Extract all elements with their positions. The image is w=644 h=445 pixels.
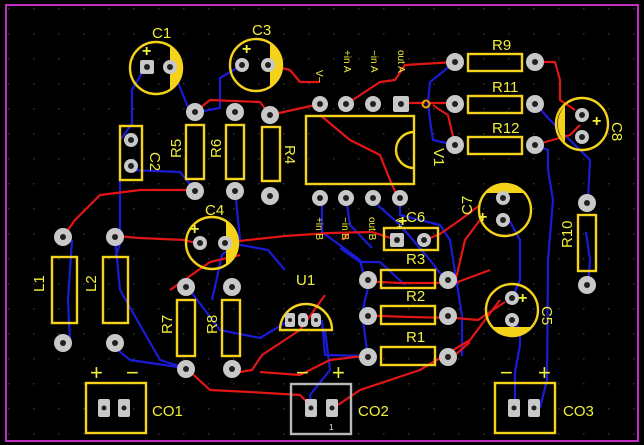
co2-minus-mark: − (296, 360, 309, 385)
co1-label: CO1 (152, 403, 183, 420)
co2-plus-mark: + (332, 360, 345, 385)
u1-label: U1 (296, 272, 315, 289)
c8-label: C8 (608, 122, 625, 141)
pin-label-in-b-plus: +in B (313, 217, 324, 240)
r10-label: R10 (559, 220, 576, 248)
r6-label: R6 (208, 139, 225, 158)
c3-label: C3 (252, 22, 271, 39)
c2-label: C2 (146, 152, 163, 171)
co2-connector[interactable] (289, 382, 353, 436)
c1-label: C1 (152, 25, 171, 42)
c5-plus-mark: + (518, 290, 527, 307)
c7-plus-mark: + (478, 209, 487, 226)
co3-plus-mark: + (538, 360, 551, 385)
c6-plus-mark: + (398, 213, 407, 230)
c6-label: C6 (406, 209, 425, 226)
co3-label: CO3 (563, 403, 594, 420)
pin-label-vminus: V− (313, 70, 324, 83)
c4-plus-mark: + (190, 221, 199, 238)
c7-label: C7 (459, 196, 476, 215)
r4-label: R4 (281, 145, 298, 164)
l1-label: L1 (31, 275, 48, 292)
r12-label: R12 (492, 120, 520, 137)
c4-label: C4 (205, 202, 224, 219)
v1-label: V1 (430, 148, 447, 166)
r1-label: R1 (406, 329, 425, 346)
c8-plus-mark: + (592, 113, 601, 130)
r5-label: R5 (168, 139, 185, 158)
c5-label: C5 (538, 306, 555, 325)
co1-minus-mark: − (126, 360, 139, 385)
r9-label: R9 (492, 37, 511, 54)
r11-label: R11 (492, 79, 518, 96)
pin-label-out-a: out A (395, 50, 406, 73)
c3-plus-mark: + (242, 41, 251, 58)
co1-plus-mark: + (90, 360, 103, 385)
drill-holes (60, 59, 590, 411)
top-traces (62, 60, 581, 406)
c1-plus-mark: + (142, 43, 151, 60)
board-outline (5, 4, 639, 442)
l2-label: L2 (83, 275, 100, 292)
r3-label: R3 (406, 251, 425, 268)
r7-label: R7 (159, 315, 176, 334)
pin-label-out-b: out B (366, 217, 377, 241)
co2-label: CO2 (358, 403, 389, 420)
pin-label-in-a-plus: +in A (341, 50, 352, 73)
pin-label-vplus: V+ (393, 217, 404, 230)
pin-label-in-b-minus: −in B (339, 217, 350, 240)
co3-minus-mark: − (500, 360, 513, 385)
r8-label: R8 (204, 315, 221, 334)
co2-pin1-marker: 1 (329, 423, 334, 432)
pin-label-in-a-minus: −in A (368, 50, 379, 73)
r2-label: R2 (406, 288, 425, 305)
via (421, 99, 431, 109)
